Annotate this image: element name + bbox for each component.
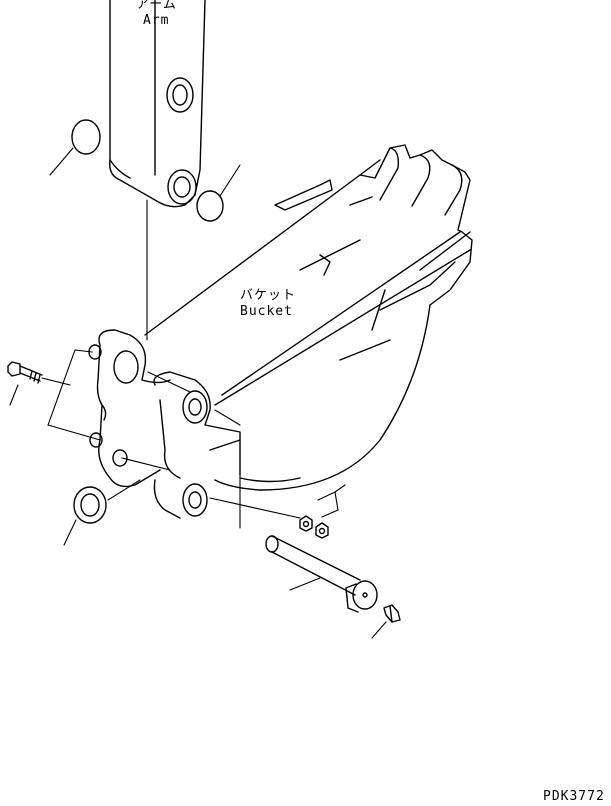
bucket-label-japanese: バケット <box>240 288 297 303</box>
assembly-lines <box>47 349 101 441</box>
drawing-code: PDK3772 <box>543 789 605 804</box>
bucket-label: Bucket <box>240 304 293 319</box>
nuts <box>299 484 346 539</box>
bucket <box>144 144 473 491</box>
bolt <box>7 361 71 406</box>
arm <box>109 0 206 341</box>
hinge-bracket <box>88 329 301 529</box>
o-ring-right <box>196 164 241 222</box>
grease-fitting <box>371 604 401 639</box>
o-ring-left <box>49 119 101 176</box>
pin <box>265 535 378 613</box>
arm-label-japanese: アーム <box>136 0 177 12</box>
shim <box>63 479 141 546</box>
arm-label: Arm <box>143 13 170 28</box>
